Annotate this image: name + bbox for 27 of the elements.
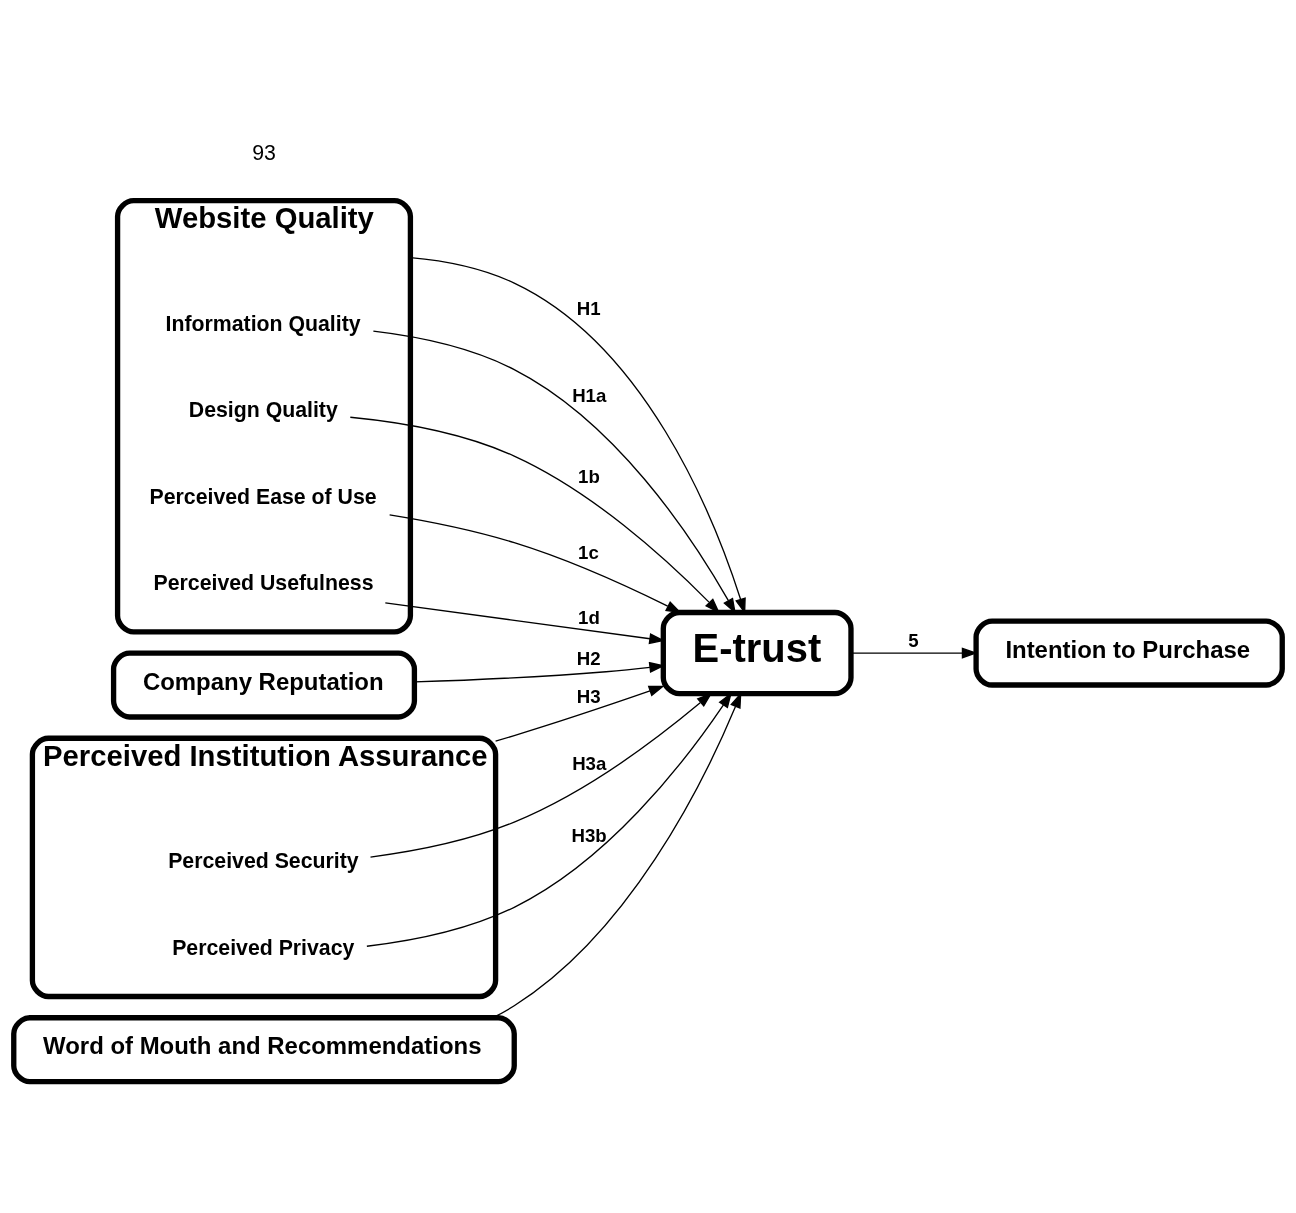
label: 93 [252,141,276,166]
node-text: Design Quality [188,398,338,423]
edge-label: 1c [578,541,599,563]
arrow [366,692,732,947]
node-box: Word of Mouth and Recommendations [11,1015,517,1085]
node-box: Company Reputation [110,650,418,720]
edge-label: H1a [572,384,607,406]
edge-label: H3a [572,753,607,775]
arrow [388,514,682,614]
node-text: Perceived Privacy [172,935,355,960]
node-text: Perceived Usefulness [153,571,374,596]
node-box: E-trust [660,609,854,697]
edge-label: 1b [578,465,600,487]
edge-label: 1d [578,607,600,629]
arrow [372,330,736,615]
node-text: Perceived Ease of Use [149,484,377,509]
edge-label: H2 [576,648,601,670]
node-text: Perceived Security [168,849,359,874]
node-text: Information Quality [165,311,361,336]
edge-label: 5 [908,629,919,651]
edge-label: H3 [576,685,601,707]
edge-label: H3b [571,825,607,847]
edge-label: H1 [576,298,601,320]
node-box: Intention to Purchase [973,618,1285,688]
arrow [349,416,721,614]
arrow [369,692,713,858]
arrow [494,685,665,742]
